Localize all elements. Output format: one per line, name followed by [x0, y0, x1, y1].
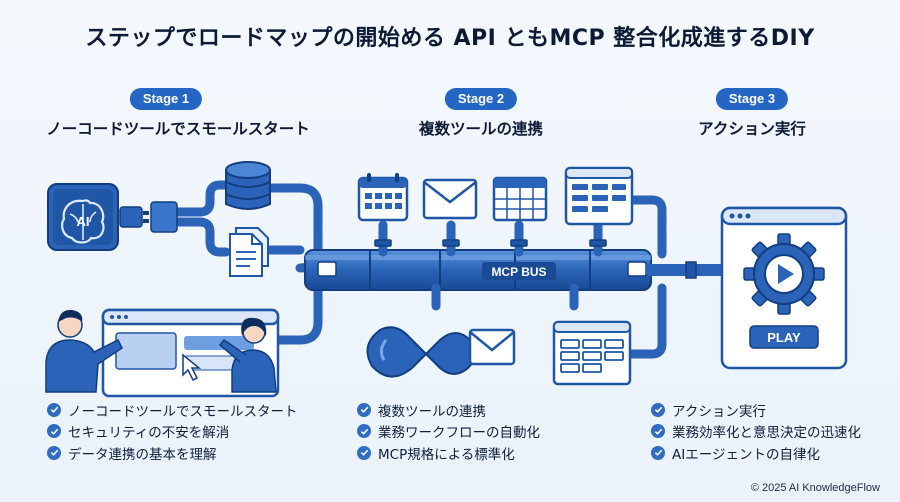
check-icon	[357, 424, 371, 439]
workflow-icon	[366, 326, 477, 378]
check-icon	[651, 424, 665, 439]
list-item: セキュリティの不安を解消	[47, 421, 298, 443]
stage-1-bullets: ノーコードツールでスモールスタート セキュリティの不安を解消 データ連携の基本を…	[47, 399, 298, 464]
list-item: MCP規格による標準化	[357, 442, 540, 464]
kanban-icon-bottom	[552, 320, 632, 386]
page-title: ステップでロードマップの開始める API ともMCP 整合化成進するDIY	[85, 26, 815, 51]
people-at-screen-icon	[45, 308, 280, 398]
stage-1-title: ノーコードツールでスモールスタート	[46, 120, 310, 138]
list-item: データ連携の基本を理解	[47, 442, 298, 464]
check-icon	[47, 445, 61, 460]
spreadsheet-icon	[492, 176, 548, 222]
stage-2-title: 複数ツールの連携	[418, 120, 544, 138]
check-icon	[651, 402, 665, 417]
mail-icon-bottom	[468, 328, 516, 366]
mail-icon	[422, 178, 478, 220]
list-item: AIエージェントの自律化	[651, 442, 861, 464]
play-label: PLAY	[767, 330, 801, 345]
mcp-bus: MCP BUS	[304, 249, 652, 291]
stage-3-bullets: アクション実行 業務効率化と意思決定の迅速化 AIエージェントの自律化	[651, 399, 861, 464]
stage-1-pipes	[173, 180, 323, 345]
check-icon	[651, 445, 665, 460]
copyright-text: © 2025 AI KnowledgeFlow	[750, 482, 880, 494]
gear-play-icon: PLAY	[720, 206, 848, 370]
stage-2-badge: Stage 2	[444, 88, 518, 110]
document-icon	[229, 227, 269, 277]
mcp-bus-label: MCP BUS	[491, 265, 546, 279]
check-icon	[357, 445, 371, 460]
bus-connectors	[378, 195, 667, 359]
list-item: アクション実行	[651, 399, 861, 421]
check-icon	[357, 402, 371, 417]
database-icon	[225, 161, 271, 210]
stage-1-badge: Stage 1	[129, 88, 203, 110]
stage-3-badge: Stage 3	[715, 88, 789, 110]
check-icon	[47, 402, 61, 417]
ai-brain-icon: AI	[47, 183, 119, 251]
stage-3-title: アクション実行	[698, 120, 806, 138]
calendar-icon	[357, 173, 409, 222]
check-icon	[47, 424, 61, 439]
kanban-icon	[564, 166, 634, 226]
connector-icon	[119, 201, 178, 233]
list-item: ノーコードツールでスモールスタート	[47, 399, 298, 421]
list-item: 業務効率化と意思決定の迅速化	[651, 421, 861, 443]
stage-2-bullets: 複数ツールの連携 業務ワークフローの自動化 MCP規格による標準化	[357, 399, 540, 464]
list-item: 業務ワークフローの自動化	[357, 421, 540, 443]
list-item: 複数ツールの連携	[357, 399, 540, 421]
ai-label: AI	[77, 214, 90, 229]
